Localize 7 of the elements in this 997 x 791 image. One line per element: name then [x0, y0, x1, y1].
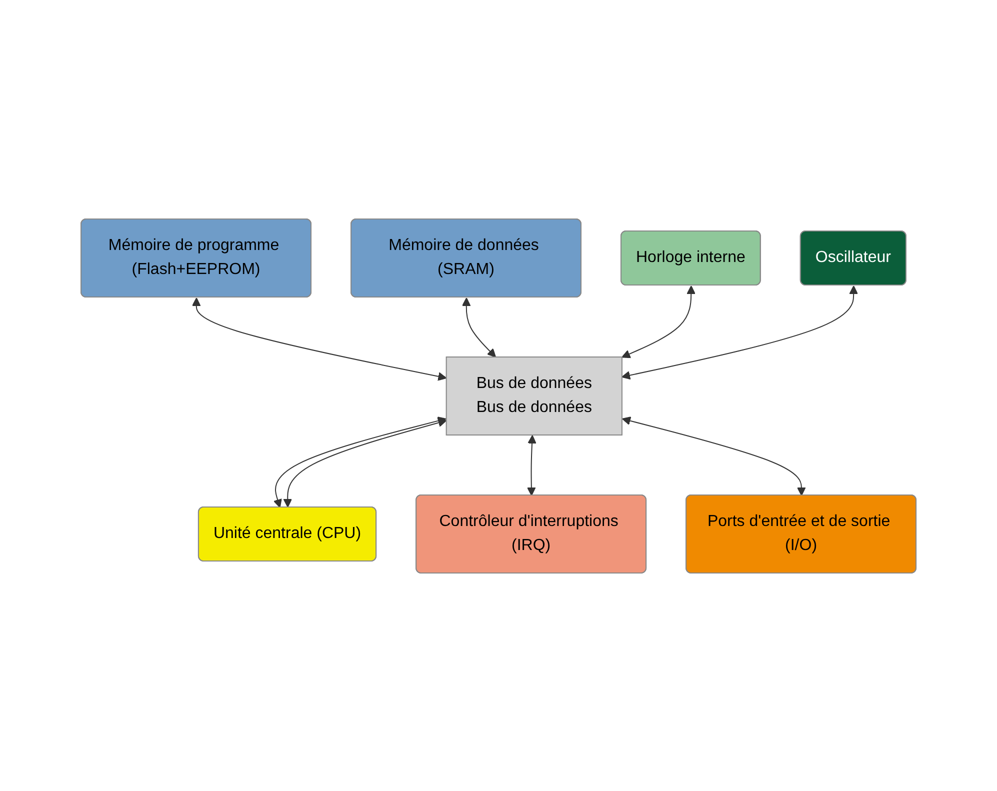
arrow	[526, 434, 536, 496]
arrow	[192, 297, 447, 380]
arrow	[462, 297, 496, 357]
arrow	[622, 416, 806, 496]
arrow	[622, 285, 696, 358]
node-box: Bus de données Bus de données	[446, 356, 622, 435]
arrow	[622, 285, 858, 380]
